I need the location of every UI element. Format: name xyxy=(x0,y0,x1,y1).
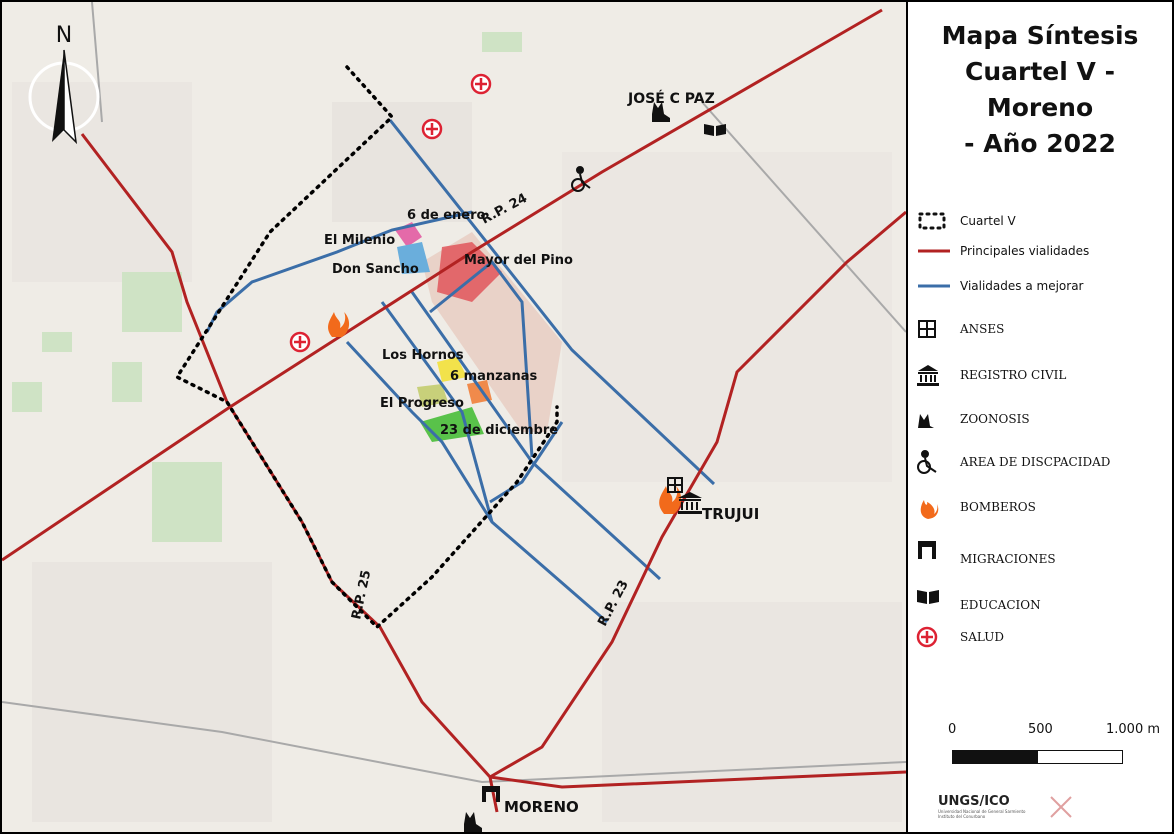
improve-road xyxy=(429,259,534,458)
legend-registro-civil: REGISTRO CIVIL xyxy=(916,364,1066,386)
label-23-de-diciembre: 23 de diciembre xyxy=(440,423,558,438)
north-arrow-icon: N xyxy=(28,23,100,145)
legend-label: REGISTRO CIVIL xyxy=(960,368,1067,382)
legend-improve-roads: Vialidades a mejorar xyxy=(916,279,1083,293)
title-line-1: Mapa Síntesis xyxy=(941,21,1139,50)
dotted-boundary-icon xyxy=(916,210,960,232)
migraciones-icon[interactable] xyxy=(482,786,500,802)
red-road-icon xyxy=(916,246,960,256)
don-sancho-area xyxy=(397,242,430,274)
label-los-hornos: Los Hornos xyxy=(382,348,464,363)
main-road-rp23 xyxy=(489,210,906,779)
improve-road xyxy=(388,119,716,486)
improve-road xyxy=(380,301,608,624)
logo-text: UNGS/ICO xyxy=(938,794,1010,809)
ungs-logo: UNGS/ICO Universidad Nacional de General… xyxy=(938,794,1138,824)
anses-icon xyxy=(916,318,960,340)
legend-label: ANSES xyxy=(960,322,1005,336)
anses-icon[interactable] xyxy=(667,477,683,493)
legend-educacion: EDUCACION xyxy=(916,582,1041,612)
improve-road xyxy=(345,340,494,523)
label-el-progreso: El Progreso xyxy=(380,396,464,411)
main-road-rp24 xyxy=(2,8,883,562)
logo-subtext: Universidad Nacional de General Sarmient… xyxy=(938,809,1026,819)
wheelchair-icon[interactable] xyxy=(571,166,591,192)
green-areas xyxy=(12,32,522,542)
cuartel-v-boundary xyxy=(174,65,559,630)
registro-civil-icon xyxy=(916,364,960,386)
label-el-milenio: El Milenio xyxy=(324,233,395,248)
fire-icon[interactable] xyxy=(659,486,682,514)
legend-label: AREA DE DISCPACIDAD xyxy=(960,455,1111,469)
book-icon xyxy=(916,587,960,607)
health-cross-icon[interactable] xyxy=(289,331,311,353)
label-6-manzanas: 6 manzanas xyxy=(450,369,538,384)
map-svg: N El Milenio 6 de enero R.P. 24 Don Sanc… xyxy=(2,2,906,832)
legend-label: ZOONOSIS xyxy=(960,412,1030,426)
legend-label: MIGRACIONES xyxy=(960,552,1056,566)
main-road-south xyxy=(489,770,906,789)
fire-icon[interactable] xyxy=(328,312,350,337)
label-6-de-enero: 6 de enero xyxy=(407,208,486,223)
legend-cuartel-v: Cuartel V xyxy=(916,210,1016,232)
label-moreno: MORENO xyxy=(504,798,579,816)
blue-road-icon xyxy=(916,281,960,291)
wheelchair-icon xyxy=(916,450,960,474)
panel-separator xyxy=(906,2,908,832)
legend-label: EDUCACION xyxy=(960,598,1041,612)
health-cross-icon[interactable] xyxy=(470,73,492,95)
zoonosis-icon[interactable] xyxy=(464,812,482,832)
legend-panel: Mapa Síntesis Cuartel V - Moreno - Año 2… xyxy=(908,2,1172,832)
legend-bomberos: BOMBEROS xyxy=(916,494,1036,520)
legend-label: Cuartel V xyxy=(960,214,1016,228)
main-roads xyxy=(2,8,906,813)
legend-label: BOMBEROS xyxy=(960,500,1036,514)
legend-migraciones: MIGRACIONES xyxy=(916,534,1056,566)
fire-icon xyxy=(916,494,960,520)
los-hornos-area xyxy=(437,357,467,382)
map-title: Mapa Síntesis Cuartel V - Moreno - Año 2… xyxy=(908,18,1172,162)
label-don-sancho: Don Sancho xyxy=(332,262,419,277)
scale-segment-black xyxy=(952,750,1038,764)
legend-label: Vialidades a mejorar xyxy=(960,279,1084,293)
book-icon[interactable] xyxy=(704,124,726,136)
zoonosis-icon[interactable] xyxy=(652,102,670,122)
label-mayor-del-pino: Mayor del Pino xyxy=(464,253,573,268)
map-canvas[interactable]: N El Milenio 6 de enero R.P. 24 Don Sanc… xyxy=(2,2,906,832)
legend-anses: ANSES xyxy=(916,318,1004,340)
legend-main-roads: Principales vialidades xyxy=(916,244,1089,258)
registro-civil-icon[interactable] xyxy=(678,492,702,514)
legend-label: Principales vialidades xyxy=(960,244,1090,258)
urban-texture xyxy=(12,82,902,822)
health-cross-icon[interactable] xyxy=(421,118,443,140)
main-road-rp25 xyxy=(80,133,499,813)
el-progreso-area xyxy=(417,384,448,407)
scale-bar: 0 500 1.000 m xyxy=(948,722,1174,782)
health-cross-icon xyxy=(916,626,960,648)
scale-mid-label: 500 xyxy=(1028,722,1053,737)
migraciones-icon xyxy=(916,539,960,561)
zoonosis-icon xyxy=(916,408,960,430)
railways xyxy=(2,2,906,784)
scale-end-label: 1.000 m xyxy=(1106,722,1161,737)
scale-segment-white xyxy=(1037,750,1123,764)
label-jose-c-paz: JOSÉ C PAZ xyxy=(627,90,715,107)
mayor-del-pino-area xyxy=(437,242,502,302)
legend-salud: SALUD xyxy=(916,626,1004,648)
legend-discapacidad: AREA DE DISCPACIDAD xyxy=(916,450,1110,474)
scale-start-label: 0 xyxy=(948,722,957,737)
improve-roads xyxy=(205,119,716,624)
legend-zoonosis: ZOONOSIS xyxy=(916,408,1030,430)
close-cross-icon xyxy=(1050,796,1072,818)
title-line-2: Cuartel V - Moreno xyxy=(965,57,1115,122)
title-line-3: - Año 2022 xyxy=(964,129,1116,158)
north-label: N xyxy=(56,23,72,48)
label-trujui: TRUJUI xyxy=(702,505,759,523)
improve-road xyxy=(489,421,564,504)
legend-label: SALUD xyxy=(960,630,1004,644)
